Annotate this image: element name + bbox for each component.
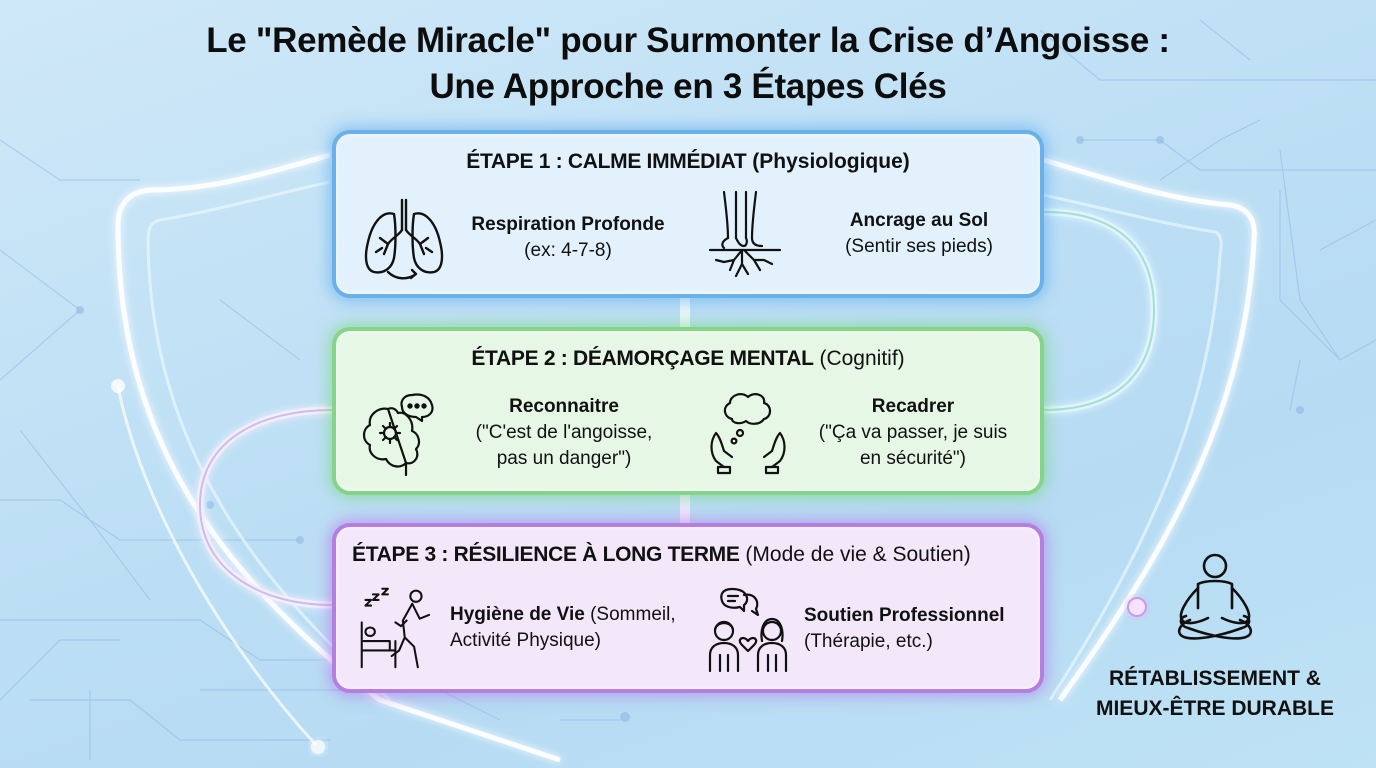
step-2-heading: ÉTAPE 2 : DÉAMORÇAGE MENTAL (Cognitif)	[471, 347, 905, 370]
result-block: RÉTABLISSEMENT & MIEUX-ÊTRE DURABLE	[1070, 548, 1360, 724]
step-3-panel: ÉTAPE 3 : RÉSILIENCE À LONG TERME (Mode …	[332, 523, 1044, 693]
title-line-2: Une Approche en 3 Étapes Clés	[429, 67, 947, 106]
step-3-heading: ÉTAPE 3 : RÉSILIENCE À LONG TERME (Mode …	[352, 543, 971, 566]
step-2-item-recognize: Reconnaitre ("C'est de l'angoisse, pas u…	[358, 387, 674, 479]
page-title: Le "Remède Miracle" pour Surmonter la Cr…	[0, 18, 1376, 110]
step-2-item-reframe: Recadrer ("Ça va passer, je suis en sécu…	[702, 387, 1028, 479]
step-2-panel: ÉTAPE 2 : DÉAMORÇAGE MENTAL (Cognitif) R…	[332, 327, 1044, 495]
hands-thought-cloud-icon	[702, 387, 794, 479]
connector-step1-step2	[1043, 208, 1158, 414]
step-1-panel: ÉTAPE 1 : CALME IMMÉDIAT (Physiologique)…	[332, 130, 1044, 298]
connector-step2-step3	[196, 406, 333, 609]
sleep-exercise-icon	[358, 585, 444, 671]
grounded-feet-roots-icon	[702, 188, 794, 280]
lungs-icon	[358, 192, 450, 284]
step-1-heading: ÉTAPE 1 : CALME IMMÉDIAT (Physiologique)	[466, 150, 910, 173]
therapy-people-icon	[702, 583, 794, 675]
brain-gear-speech-icon	[358, 387, 450, 479]
step-1-item-breathing: Respiration Profonde (ex: 4-7-8)	[358, 192, 678, 284]
step-3-item-professional: Soutien Professionnel (Thérapie, etc.)	[702, 583, 1044, 675]
result-line-1: RÉTABLISSEMENT &	[1109, 667, 1321, 690]
result-line-2: MIEUX-ÊTRE DURABLE	[1095, 697, 1334, 720]
meditation-icon	[1160, 548, 1270, 658]
step-3-item-lifestyle: Hygiène de Vie (Sommeil, Activité Physiq…	[358, 585, 710, 671]
title-line-1: Le "Remède Miracle" pour Surmonter la Cr…	[206, 21, 1170, 60]
step-1-item-grounding: Ancrage au Sol (Sentir ses pieds)	[702, 188, 1024, 280]
